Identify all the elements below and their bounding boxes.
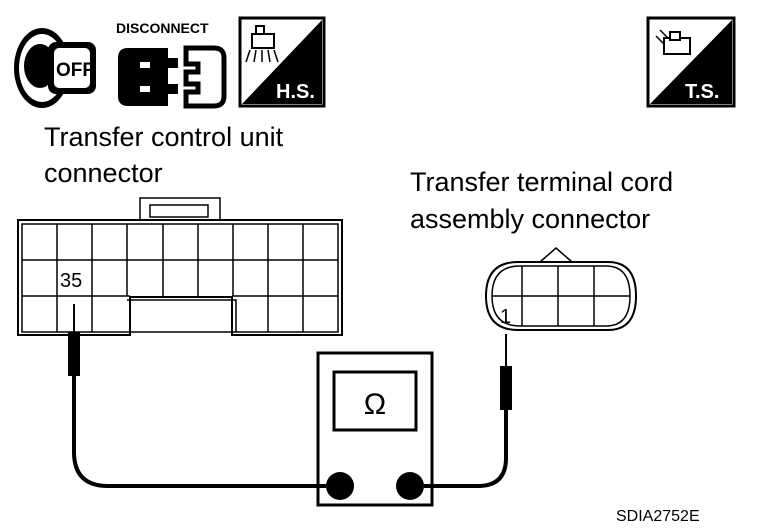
disconnect-text: DISCONNECT: [116, 20, 209, 36]
tcu-terminal-35-label: 35: [60, 270, 82, 292]
cord-terminal-1-label: 1: [500, 306, 511, 328]
tcu-connector-label-line2: connector: [44, 158, 163, 188]
meter-jack-left: [326, 472, 354, 500]
right-wire: [424, 410, 508, 488]
ts-text: T.S.: [685, 81, 719, 103]
right-probe: [500, 334, 512, 410]
connector-disconnect-icon: DISCONNECT: [116, 20, 227, 109]
tcu-connector: [17, 197, 343, 336]
ohm-symbol: Ω: [364, 388, 386, 421]
cord-connector-label-line2: assembly connector: [410, 204, 650, 234]
diagram-code: SDIA2752E: [616, 508, 700, 525]
left-wire: [72, 376, 326, 488]
cord-connector-label-line1: Transfer terminal cord: [410, 167, 673, 197]
cord-connector: [484, 247, 638, 331]
ohmmeter: Ω: [316, 351, 434, 507]
harness-side-connector-icon: H.S.: [238, 16, 326, 108]
ignition-key-icon: OFF: [14, 28, 96, 108]
terminal-side-connector-icon: T.S.: [646, 16, 736, 108]
meter-jack-right: [396, 472, 424, 500]
tcu-connector-label-line1: Transfer control unit: [44, 122, 284, 152]
ignition-off-text: OFF: [56, 60, 94, 81]
left-probe: [68, 304, 80, 376]
hs-text: H.S.: [276, 81, 315, 103]
